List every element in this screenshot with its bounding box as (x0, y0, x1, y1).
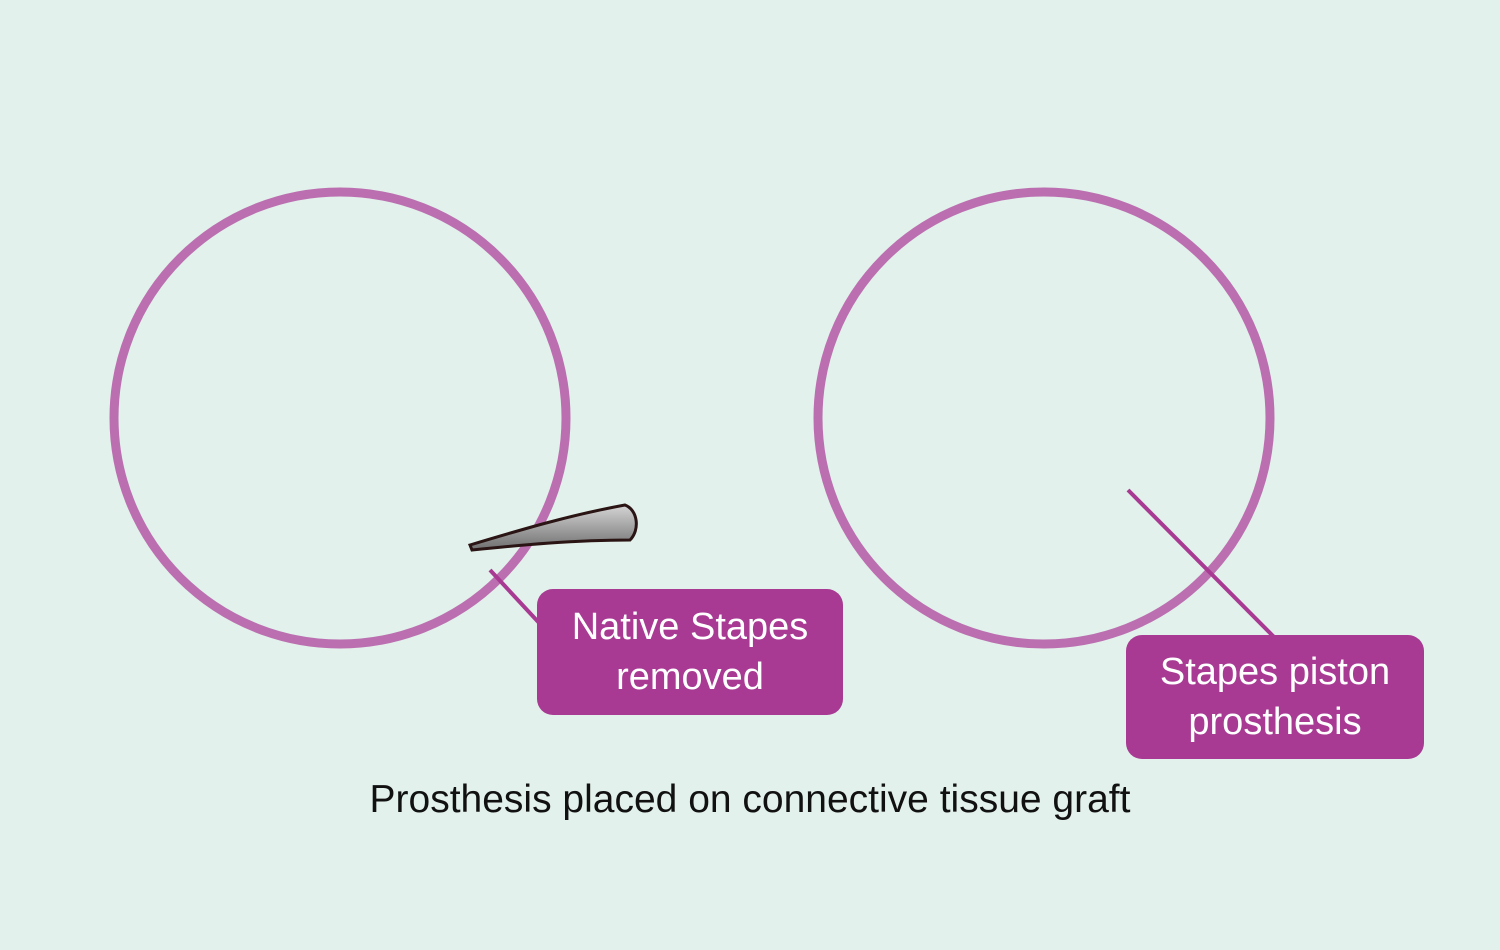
callout-right-line1: Stapes piston (1159, 651, 1391, 693)
callout-left-line1: Native Stapes (571, 606, 809, 648)
callout-left-line2: removed (616, 656, 764, 698)
pick-instrument-icon (467, 503, 638, 552)
piston-prosthesis-icon (1099, 433, 1254, 516)
callout-stapes-piston-prosthesis: Stapes piston prosthesis (1126, 635, 1424, 759)
removed-stapes-shape (440, 503, 490, 568)
right-magnified-view (813, 187, 1275, 649)
left-magnified-view (109, 187, 580, 658)
callout-native-stapes-removed: Native Stapes removed (537, 589, 843, 715)
diagram-caption: Prosthesis placed on connective tissue g… (369, 778, 1131, 821)
leader-line-right (1126, 488, 1277, 640)
callout-right-line2: prosthesis (1188, 701, 1362, 743)
